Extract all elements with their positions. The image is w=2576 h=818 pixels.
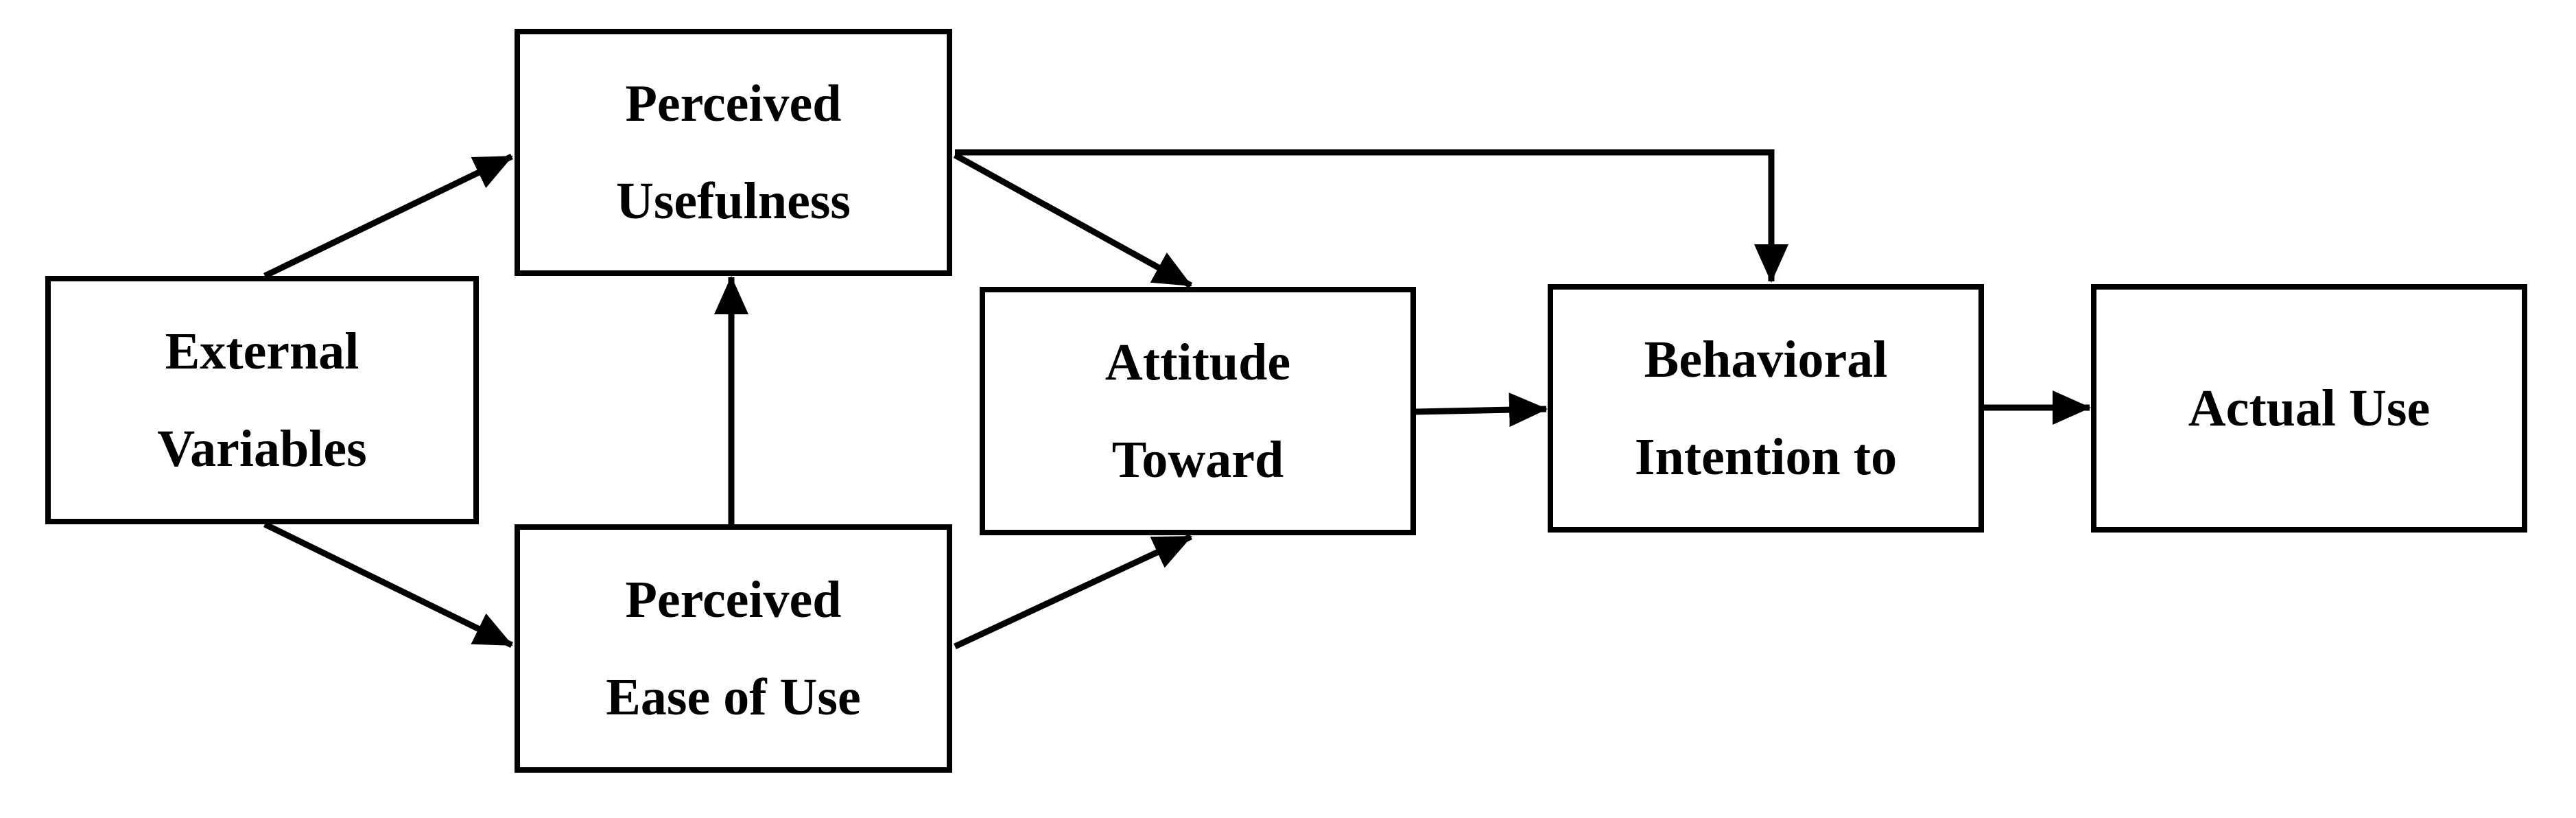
node-external-variables-line2: Variables xyxy=(157,420,367,478)
arrow-usefulness-to-intention xyxy=(955,149,1788,283)
node-actual-use-line1: Actual Use xyxy=(2188,379,2431,437)
node-behavioral-intention: Behavioral Intention to xyxy=(1548,284,1984,533)
node-attitude-toward: Attitude Toward xyxy=(980,287,1416,535)
arrow-attitude-to-intention xyxy=(1415,393,1548,428)
node-behavioral-intention-line2: Intention to xyxy=(1634,428,1898,486)
node-perceived-usefulness-line1: Perceived xyxy=(625,75,842,132)
node-perceived-ease-of-use-line2: Ease of Use xyxy=(606,668,861,726)
node-actual-use: Actual Use xyxy=(2091,284,2527,533)
node-behavioral-intention-line1: Behavioral xyxy=(1644,331,1888,388)
arrow-ease-to-attitude xyxy=(954,533,1192,650)
node-attitude-toward-line2: Toward xyxy=(1111,431,1284,489)
node-perceived-ease-of-use: Perceived Ease of Use xyxy=(515,524,952,773)
node-perceived-usefulness: Perceived Usefulness xyxy=(515,29,952,276)
node-perceived-usefulness-line2: Usefulness xyxy=(615,172,851,230)
arrow-usefulness-to-attitude xyxy=(953,152,1193,288)
node-attitude-toward-line1: Attitude xyxy=(1104,334,1291,391)
arrow-external-to-usefulness xyxy=(263,153,513,279)
node-external-variables: External Variables xyxy=(45,276,479,524)
arrow-external-to-ease xyxy=(263,521,513,648)
node-external-variables-line1: External xyxy=(165,323,359,380)
node-perceived-ease-of-use-line1: Perceived xyxy=(625,571,842,629)
